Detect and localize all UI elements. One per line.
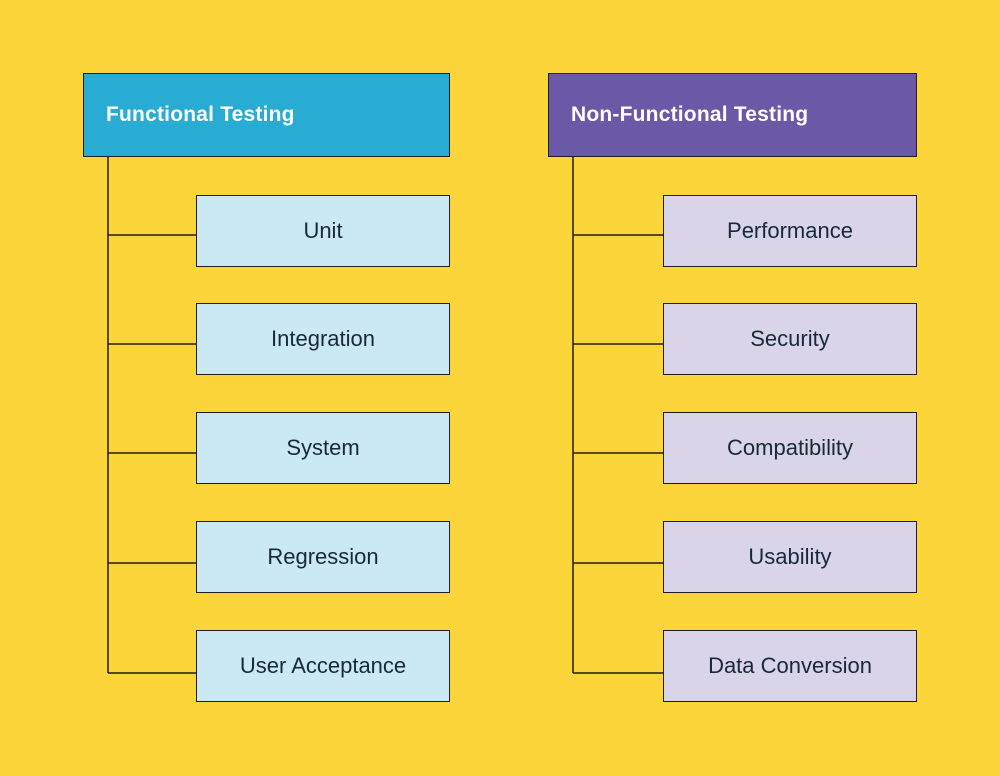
non-functional-testing-header-node[interactable]: Non-Functional Testing [548,73,917,157]
functional-testing-title: Functional Testing [106,103,295,126]
tree-node-usability[interactable]: Usability [663,521,917,593]
tree-node-system[interactable]: System [196,412,450,484]
tree-node-label: Usability [748,544,832,569]
tree-node-label: Data Conversion [708,653,872,678]
tree-node-security[interactable]: Security [663,303,917,375]
tree-node-label: Unit [303,218,343,243]
tree-node-performance[interactable]: Performance [663,195,917,267]
non-functional-testing-title: Non-Functional Testing [571,103,809,126]
tree-node-integration[interactable]: Integration [196,303,450,375]
tree-node-regression[interactable]: Regression [196,521,450,593]
tree-node-label: Compatibility [727,435,853,460]
tree-node-label: User Acceptance [239,653,407,678]
tree-node-data-conversion[interactable]: Data Conversion [663,630,917,702]
tree-node-label: Performance [727,218,853,243]
tree-node-label: System [286,435,360,460]
tree-node-label: Integration [271,326,375,351]
tree-node-user-acceptance[interactable]: User Acceptance [196,630,450,702]
functional-testing-header-node[interactable]: Functional Testing [83,73,450,157]
tree-node-unit[interactable]: Unit [196,195,450,267]
tree-node-label: Regression [267,544,379,569]
tree-node-label: Security [750,326,830,351]
tree-node-compatibility[interactable]: Compatibility [663,412,917,484]
